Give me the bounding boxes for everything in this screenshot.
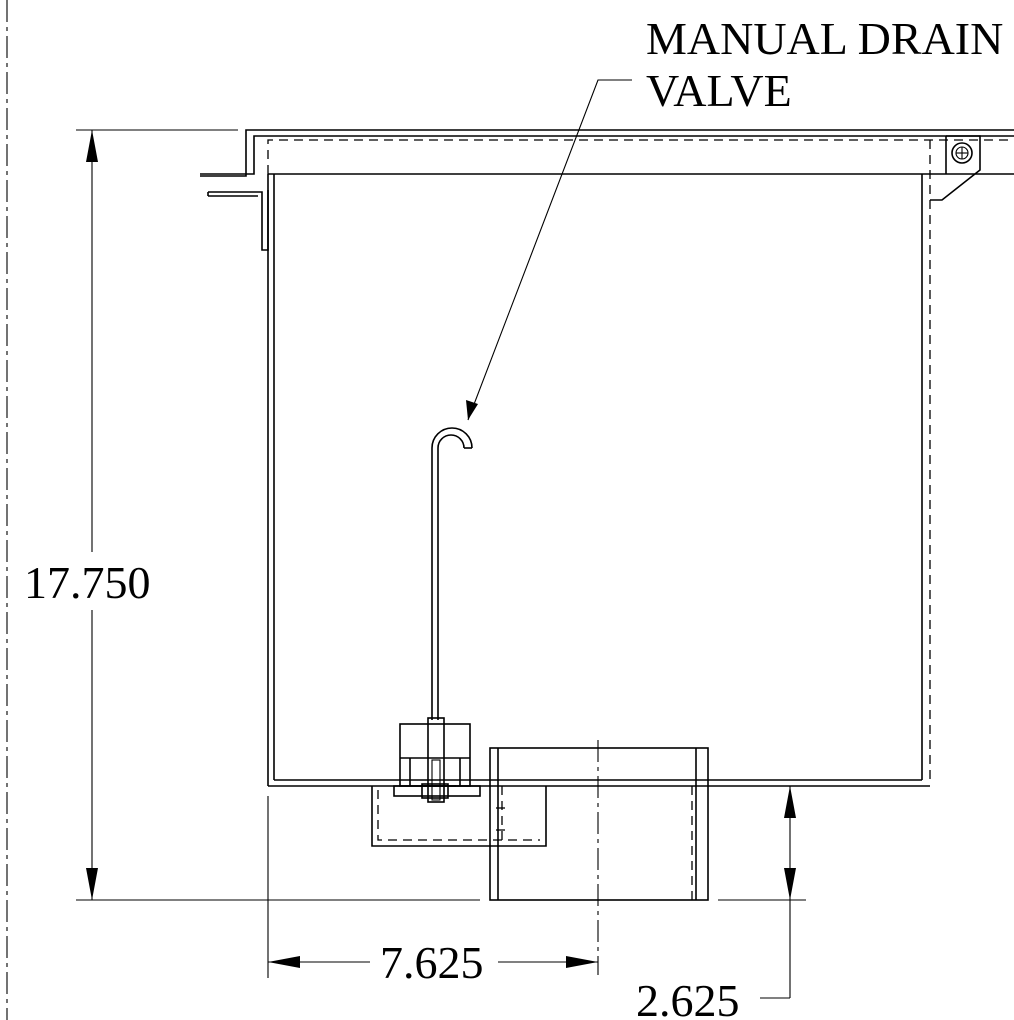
dimension-offset-label: 2.625 — [636, 975, 740, 1020]
callout-line1: MANUAL DRAIN — [646, 13, 1003, 64]
dimension-height — [76, 129, 480, 901]
top-lid — [200, 129, 1014, 784]
valve-assembly — [393, 717, 481, 803]
right-bracket — [930, 135, 981, 201]
callout-line2: VALVE — [646, 65, 792, 116]
left-bracket — [207, 190, 269, 251]
callout-leader — [466, 79, 632, 421]
screw-icon — [951, 142, 973, 164]
dimension-height-label: 17.750 — [24, 557, 151, 608]
tank-body — [267, 174, 930, 787]
dimension-offset — [718, 786, 806, 999]
dimension-width-label: 7.625 — [380, 937, 484, 988]
drain-pan — [371, 786, 547, 847]
drain-outlet — [489, 740, 709, 975]
dimension-width — [267, 796, 598, 978]
float-rod — [431, 427, 473, 720]
